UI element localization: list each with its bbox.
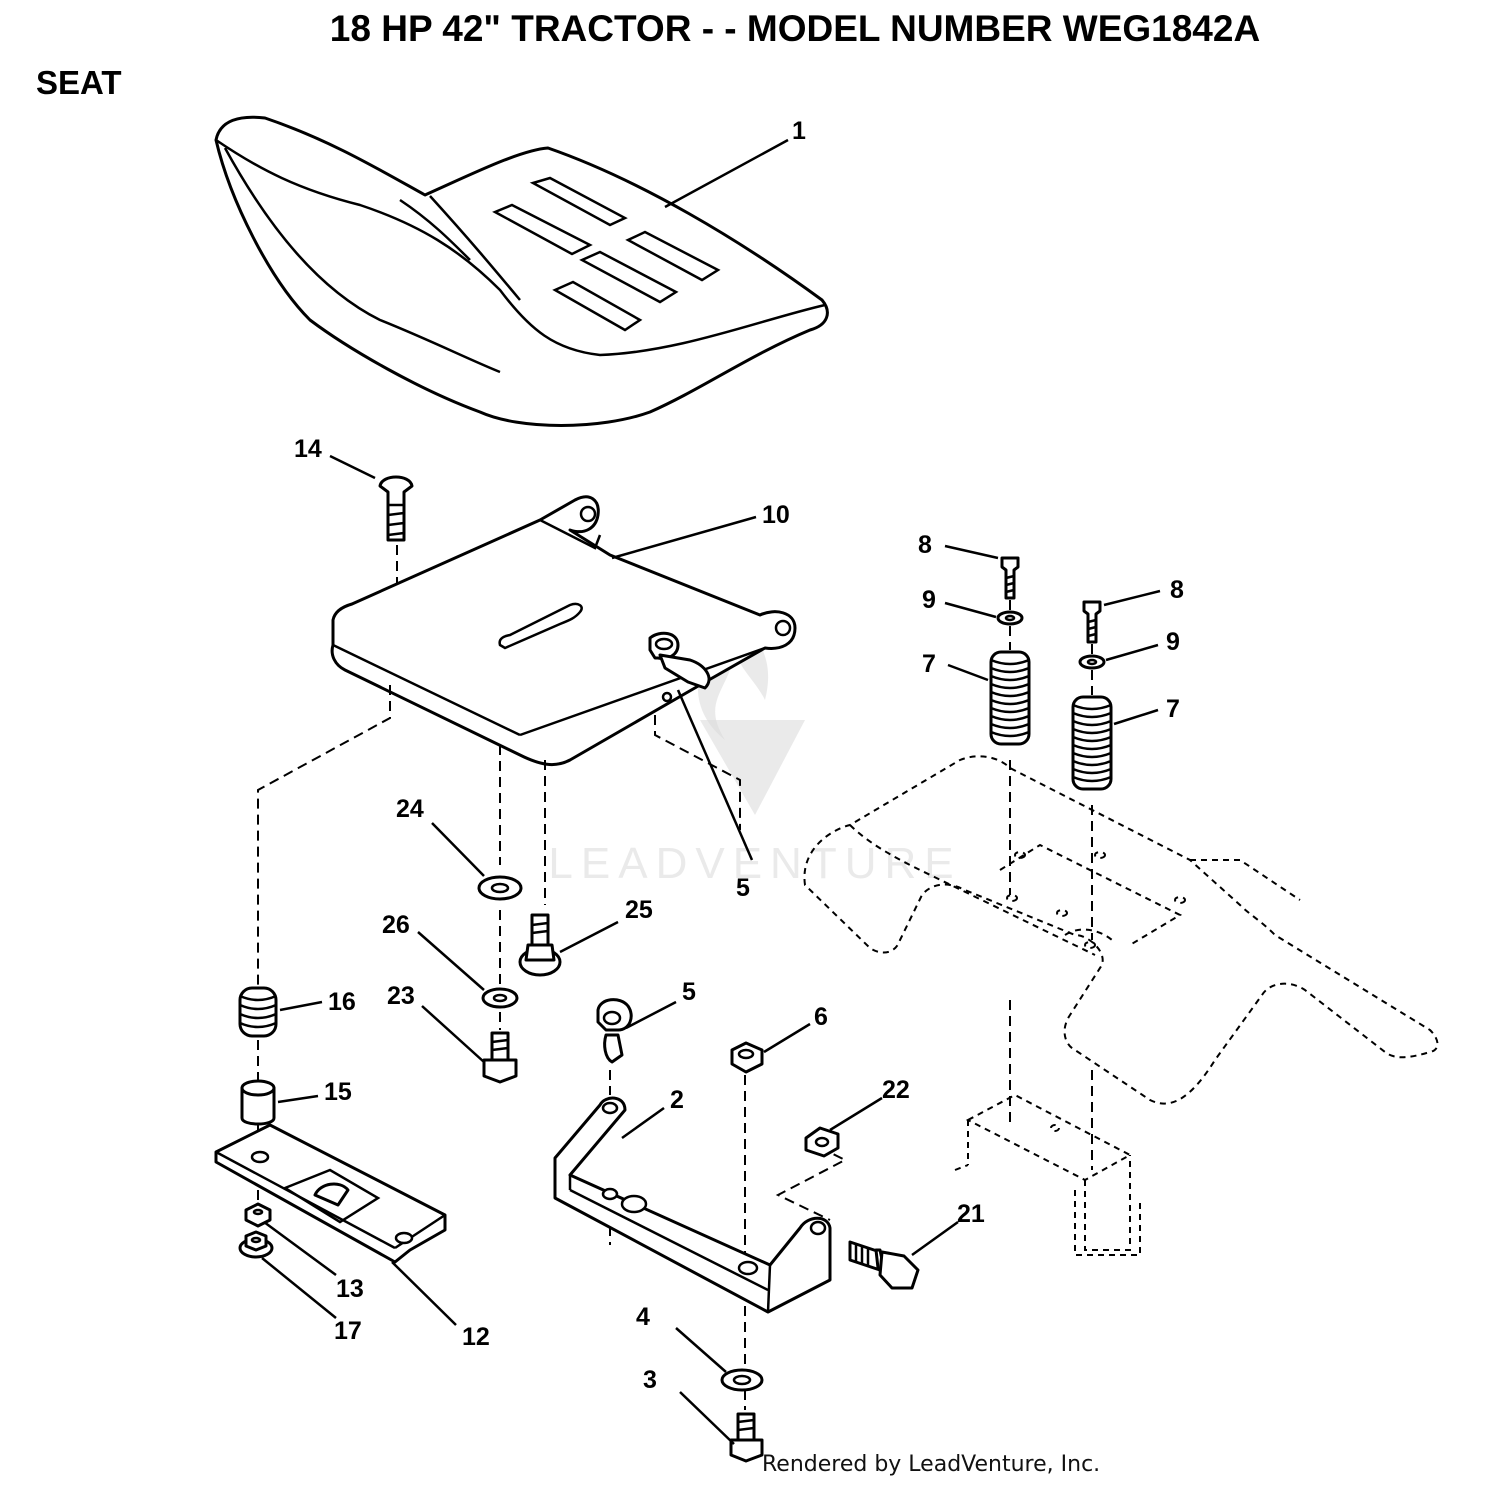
callout-22: 22 <box>882 1076 910 1104</box>
washer-part-9-right <box>1078 654 1106 670</box>
bracket-plate-part-12 <box>214 1123 447 1264</box>
callout-5-lower: 5 <box>682 978 696 1006</box>
flange-bolt-part-25 <box>518 913 562 977</box>
flange-nut-part-17 <box>238 1230 274 1259</box>
seat-panels <box>492 176 721 332</box>
bolt-part-3 <box>729 1412 764 1463</box>
bolt-part-23 <box>482 1031 518 1084</box>
callout-14: 14 <box>294 435 322 463</box>
footer-credit: Rendered by LeadVenture, Inc. <box>762 1452 1101 1477</box>
callout-1: 1 <box>792 117 806 145</box>
carriage-bolt-part-14 <box>378 475 414 542</box>
callout-10: 10 <box>762 501 790 529</box>
washer-part-4 <box>720 1368 764 1392</box>
callout-7-right: 7 <box>1166 695 1180 723</box>
spring-part-16 <box>238 986 278 1038</box>
callout-17: 17 <box>334 1317 362 1345</box>
callout-2: 2 <box>670 1086 684 1114</box>
washer-part-26 <box>481 987 519 1009</box>
bracket-part-2 <box>553 1096 832 1314</box>
callout-26: 26 <box>382 911 410 939</box>
nut-part-22 <box>804 1126 840 1158</box>
bolt-part-8-left <box>1000 556 1020 600</box>
callout-12: 12 <box>462 1323 490 1351</box>
callout-8-right: 8 <box>1170 576 1184 604</box>
spring-part-7-right <box>1071 695 1113 791</box>
clip-part-5-upper <box>648 631 711 690</box>
bushing-part-15 <box>240 1079 276 1126</box>
watermark-text: LEADVENTURE <box>548 839 961 888</box>
clip-part-5-lower <box>596 998 633 1064</box>
callout-13: 13 <box>336 1275 364 1303</box>
section-title: SEAT <box>36 64 122 101</box>
callout-6: 6 <box>814 1003 828 1031</box>
bolt-part-8-right <box>1082 600 1102 644</box>
fender-frame-reference <box>803 755 1439 1256</box>
seat-pan-part-10 <box>330 495 797 767</box>
shoulder-bolt-part-21 <box>848 1240 920 1290</box>
callout-21: 21 <box>957 1200 985 1228</box>
spring-part-7-left <box>989 650 1031 746</box>
callout-15: 15 <box>324 1078 352 1106</box>
callout-3: 3 <box>643 1366 657 1394</box>
callout-9-left: 9 <box>922 586 936 614</box>
seat-part-1 <box>214 115 829 427</box>
washer-part-24 <box>477 875 523 901</box>
callout-23: 23 <box>387 982 415 1010</box>
callout-16: 16 <box>328 988 356 1016</box>
nut-part-13 <box>244 1202 272 1228</box>
callout-8-left: 8 <box>918 531 932 559</box>
callout-9-right: 9 <box>1166 628 1180 656</box>
callout-24: 24 <box>396 795 424 823</box>
washer-part-9-left <box>996 610 1024 626</box>
nut-part-6 <box>730 1041 764 1074</box>
callout-7-left: 7 <box>922 650 936 678</box>
callout-25: 25 <box>625 896 653 924</box>
page-title: 18 HP 42" TRACTOR - - MODEL NUMBER WEG18… <box>329 8 1261 49</box>
callout-4: 4 <box>636 1303 650 1331</box>
callout-5-upper: 5 <box>736 874 750 902</box>
